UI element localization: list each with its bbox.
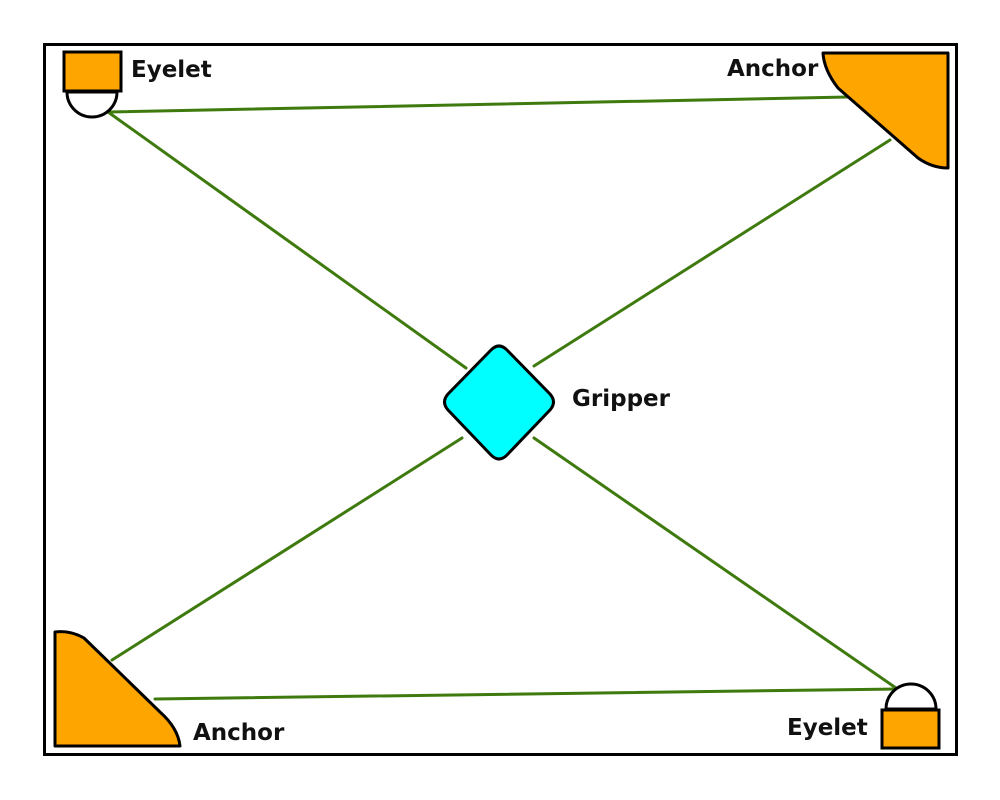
anchor-bottom-left[interactable]: Anchor [53,630,285,748]
rope-anchor-top-right-to-gripper [532,138,892,368]
rope-anchor-bottom-left-to-eyelet-bottom-right [153,687,898,701]
rope-group [106,95,898,701]
gripper[interactable]: Gripper [443,344,671,461]
gripper-diamond [443,344,555,461]
rope-eyelet-top-left-to-gripper [106,110,468,370]
eyelet-top-left-label: Eyelet [131,57,212,83]
anchor-wedge [53,630,182,748]
eyelet-bottom-right-label: Eyelet [787,715,868,741]
rope-gripper-to-anchor-bottom-left [110,436,464,662]
eyelet-block [62,50,123,93]
eyelet-block [880,708,941,750]
anchor-top-right[interactable]: Anchor [727,51,950,170]
rope-eyelet-top-left-to-anchor-top-right [106,95,850,114]
anchor-top-right-label: Anchor [727,56,819,82]
anchor-bottom-left-label: Anchor [193,720,285,746]
eyelet-bottom-right[interactable]: Eyelet [787,682,941,750]
eyelet-top-left[interactable]: Eyelet [62,50,212,119]
eyelet-ring [884,682,938,711]
rope-gripper-to-eyelet-bottom-right [532,436,898,690]
gripper-label: Gripper [572,386,671,412]
anchor-wedge [821,51,950,170]
eyelet-ring [65,90,119,119]
